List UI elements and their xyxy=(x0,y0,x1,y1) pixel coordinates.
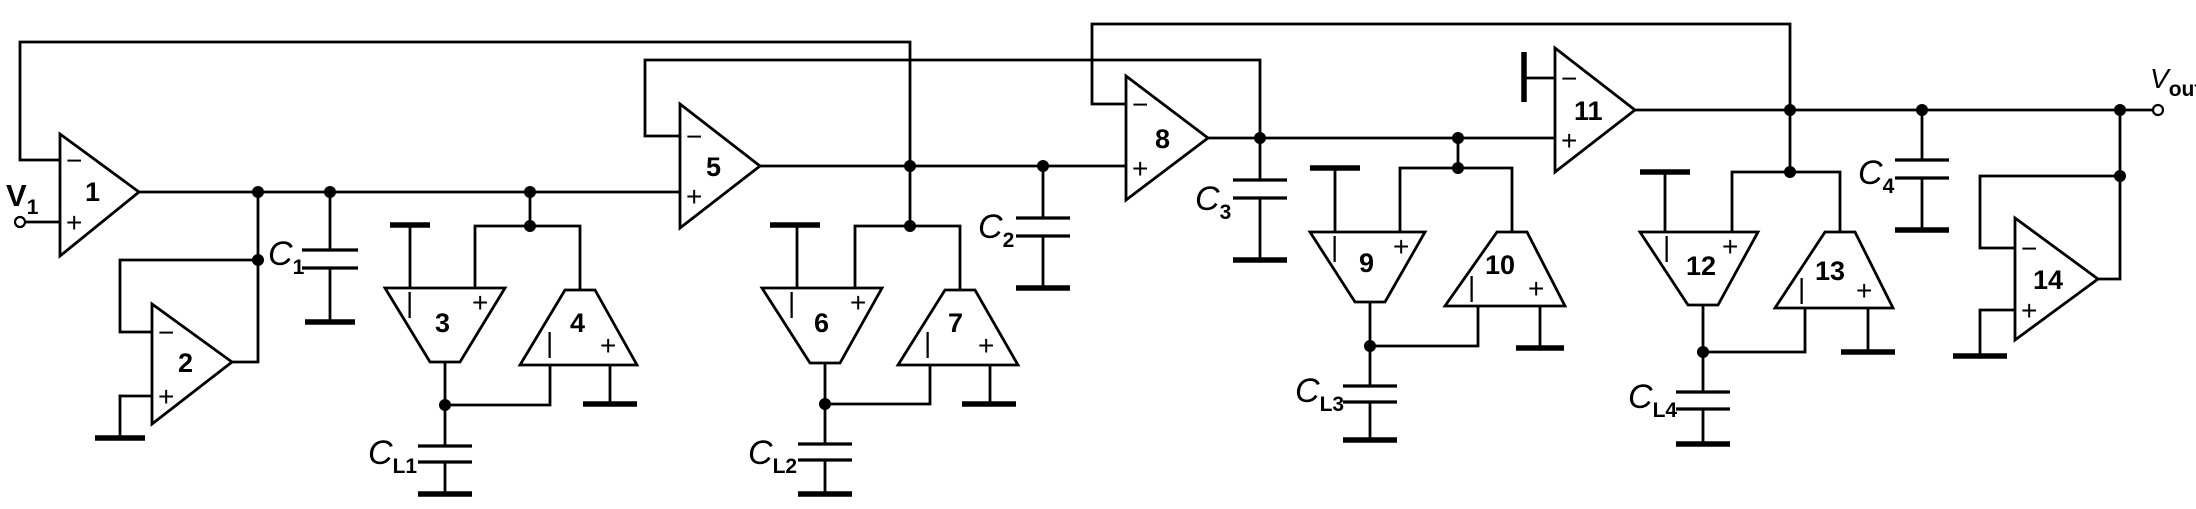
svg-text:+: + xyxy=(600,330,616,361)
vin-label: V1 xyxy=(6,178,39,219)
svg-text:|: | xyxy=(1331,231,1338,262)
svg-text:+: + xyxy=(978,330,994,361)
junction-dots xyxy=(252,104,2126,411)
amp-11: − + 11 xyxy=(1553,45,1638,175)
amp-11-label: 11 xyxy=(1574,96,1603,126)
amp-10: | + 10 xyxy=(1442,230,1568,308)
amp-1: − + 1 xyxy=(58,131,142,259)
amp-6: | + 6 xyxy=(759,286,885,365)
svg-text:|: | xyxy=(1468,271,1475,302)
svg-text:−: − xyxy=(1561,63,1577,94)
amp-2: − + 2 xyxy=(150,301,235,427)
amp-13: | + 13 xyxy=(1772,230,1896,310)
cl4-label: CL4 xyxy=(1628,378,1677,422)
amp-12-label: 12 xyxy=(1686,251,1716,281)
svg-text:−: − xyxy=(2021,233,2037,264)
svg-text:−: − xyxy=(686,121,702,152)
amp-7: | + 7 xyxy=(895,288,1021,367)
amp-4-label: 4 xyxy=(570,308,585,338)
amp-6-label: 6 xyxy=(814,308,829,338)
svg-text:+: + xyxy=(850,287,866,318)
output-terminal xyxy=(2151,103,2165,117)
svg-text:+: + xyxy=(66,207,82,238)
c3-label: C3 xyxy=(1195,180,1231,224)
amp-3: | + 3 xyxy=(382,286,508,364)
svg-text:+: + xyxy=(158,381,174,412)
cl1-label: CL1 xyxy=(368,434,417,478)
ground-symbols xyxy=(95,52,2007,497)
amp-14: − + 14 xyxy=(2013,215,2101,343)
amp-4: | + 4 xyxy=(517,288,640,367)
svg-text:−: − xyxy=(1132,89,1148,120)
amp-5: − + 5 xyxy=(678,101,763,231)
amp-8-label: 8 xyxy=(1155,124,1170,154)
amp-8: − + 8 xyxy=(1124,73,1211,203)
cl3-label: CL3 xyxy=(1295,372,1344,416)
vout-label: Vout xyxy=(2150,63,2196,101)
amp-13-label: 13 xyxy=(1815,256,1845,286)
svg-text:|: | xyxy=(1663,231,1670,262)
c2-label: C2 xyxy=(978,208,1014,252)
c4-label: C4 xyxy=(1858,154,1895,198)
svg-text:−: − xyxy=(66,145,82,176)
svg-text:|: | xyxy=(924,327,931,358)
svg-text:+: + xyxy=(1528,273,1544,304)
amp-9: | + 9 xyxy=(1307,230,1428,304)
amp-3-label: 3 xyxy=(435,308,450,338)
c1-label: C1 xyxy=(268,235,305,279)
svg-text:+: + xyxy=(2021,295,2037,326)
amp-7-label: 7 xyxy=(948,308,963,338)
amp-12: | + 12 xyxy=(1637,230,1761,307)
cl2-label: CL2 xyxy=(748,434,797,478)
amp-2-label: 2 xyxy=(178,348,193,378)
svg-text:+: + xyxy=(1722,231,1738,262)
svg-text:+: + xyxy=(1393,231,1409,262)
svg-text:+: + xyxy=(686,181,702,212)
amp-9-label: 9 xyxy=(1359,248,1374,278)
svg-text:|: | xyxy=(788,287,795,318)
input-terminal xyxy=(13,215,27,229)
amp-5-label: 5 xyxy=(706,152,721,182)
svg-text:|: | xyxy=(1798,273,1805,304)
svg-text:+: + xyxy=(1561,125,1577,156)
svg-text:|: | xyxy=(406,287,413,318)
amp-1-label: 1 xyxy=(85,177,100,207)
svg-text:|: | xyxy=(546,327,553,358)
amp-14-label: 14 xyxy=(2033,265,2063,295)
svg-text:+: + xyxy=(472,287,488,318)
svg-text:+: + xyxy=(1856,275,1872,306)
capacitor-plates xyxy=(302,158,1949,464)
amp-10-label: 10 xyxy=(1485,250,1515,280)
svg-text:−: − xyxy=(158,317,174,348)
svg-text:+: + xyxy=(1132,153,1148,184)
